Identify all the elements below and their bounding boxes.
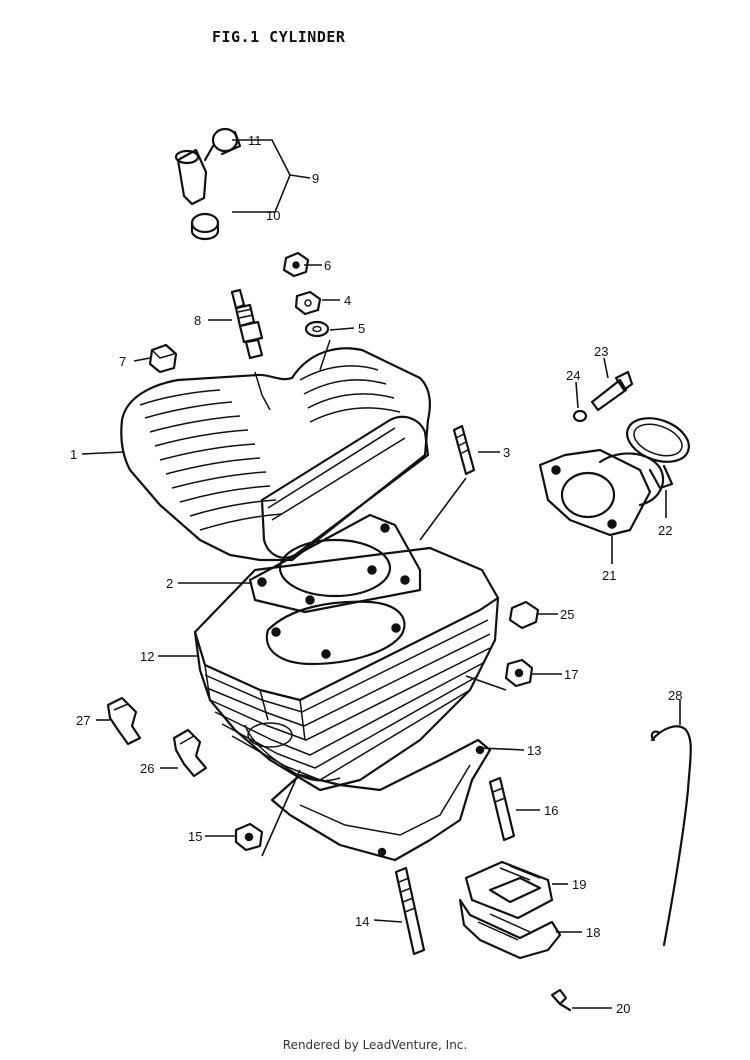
callout-28: 28 [668, 688, 682, 703]
intake-manifold-part-21[interactable] [538, 448, 665, 537]
stud-part-3[interactable] [452, 424, 476, 476]
clip-part-26[interactable] [172, 728, 208, 778]
stud-part-14[interactable] [394, 866, 426, 956]
callout-26: 26 [140, 761, 154, 776]
callout-18: 18 [586, 925, 600, 940]
callout-27: 27 [76, 713, 90, 728]
callout-23: 23 [594, 344, 608, 359]
callout-10: 10 [266, 208, 280, 223]
hose-clamp-part-22[interactable] [621, 410, 695, 490]
callout-22: 22 [658, 523, 672, 538]
clip-part-27[interactable] [106, 696, 142, 746]
nut-part-6[interactable] [282, 251, 310, 278]
reed-valve-part-19[interactable] [464, 860, 554, 920]
bolt-part-20[interactable] [550, 988, 572, 1012]
cylinder-head-part-1[interactable] [120, 339, 431, 562]
cap-part-25[interactable] [508, 600, 540, 630]
cylinder-block-part-12[interactable] [193, 546, 500, 792]
nut-part-4[interactable] [294, 290, 322, 316]
intake-hose-assembly[interactable] [174, 127, 242, 241]
footer-credit: Rendered by LeadVenture, Inc. [282, 1038, 468, 1052]
washer-part-5[interactable] [304, 320, 330, 338]
reed-block-part-18[interactable] [458, 898, 562, 960]
callout-8: 8 [194, 313, 201, 328]
callout-3: 3 [503, 445, 510, 460]
callout-25: 25 [560, 607, 574, 622]
callout-15: 15 [188, 829, 202, 844]
callout-24: 24 [566, 368, 580, 383]
callout-13: 13 [527, 743, 541, 758]
callout-20: 20 [616, 1001, 630, 1016]
callout-6: 6 [324, 258, 331, 273]
cap-part-7[interactable] [148, 343, 178, 374]
callout-5: 5 [358, 321, 365, 336]
base-gasket-part-13[interactable] [270, 738, 492, 862]
leader-lines [81, 139, 681, 1009]
callout-1: 1 [70, 447, 77, 462]
washer-part-24[interactable] [572, 409, 588, 423]
callout-21: 21 [602, 568, 616, 583]
callout-12: 12 [140, 649, 154, 664]
callout-7: 7 [119, 354, 126, 369]
nut-part-17[interactable] [504, 658, 534, 688]
spark-plug-part-8[interactable] [230, 288, 264, 360]
stud-part-16[interactable] [488, 776, 516, 842]
callout-2: 2 [166, 576, 173, 591]
callout-16: 16 [544, 803, 558, 818]
figure-title: FIG.1 CYLINDER [212, 28, 346, 46]
callout-11: 11 [248, 133, 262, 148]
callout-17: 17 [564, 667, 578, 682]
nut-part-15[interactable] [234, 822, 264, 852]
breather-hose-part-28[interactable] [650, 725, 692, 947]
callout-9: 9 [312, 171, 319, 186]
bolt-part-23[interactable] [590, 370, 634, 412]
callout-4: 4 [344, 293, 351, 308]
callout-14: 14 [355, 914, 369, 929]
head-gasket-part-2[interactable] [248, 513, 422, 614]
callout-19: 19 [572, 877, 586, 892]
